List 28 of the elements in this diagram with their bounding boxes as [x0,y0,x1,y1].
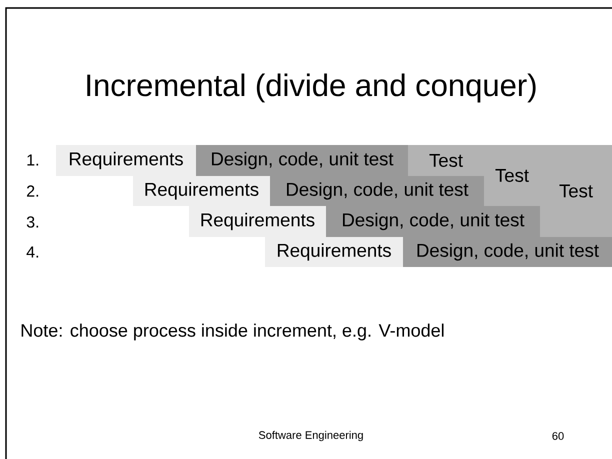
node-label: Test [559,184,593,198]
note-text: Note: choose process inside increment, e.g. V-model [22,324,444,340]
row-number: 4. [26,246,38,258]
requirements-box: Requirements [133,176,270,206]
node-label: Test [495,169,529,182]
node-label: Design, code, unit test [212,152,394,170]
requirements-box: Requirements [189,206,326,237]
node-label: Design, code, unit test [343,212,524,230]
footer-text: Software Engineering [258,430,363,442]
test-box: Test [484,145,540,206]
node-label: Design, code, unit test [287,182,468,200]
requirements-box: Requirements [56,145,196,176]
slide-title: Incremental (divide and conquer) [87,74,536,102]
node-label: Test [429,154,463,167]
test-box: Test [408,145,484,176]
requirements-box: Requirements [265,237,403,267]
row-number: 2. [27,185,38,197]
row-number: 3. [26,216,38,228]
row-number: 1. [27,154,38,166]
page-number: 60 [552,432,564,440]
node-label: Requirements [145,182,258,200]
design-box: Design, code, unit test [196,145,408,176]
design-box: Design, code, unit test [403,237,612,267]
node-label: Design, code, unit test [418,243,599,261]
design-box: Design, code, unit test [326,206,540,237]
design-box: Design, code, unit test [270,176,484,206]
test-box: Test [540,145,612,237]
node-label: Requirements [201,212,314,230]
